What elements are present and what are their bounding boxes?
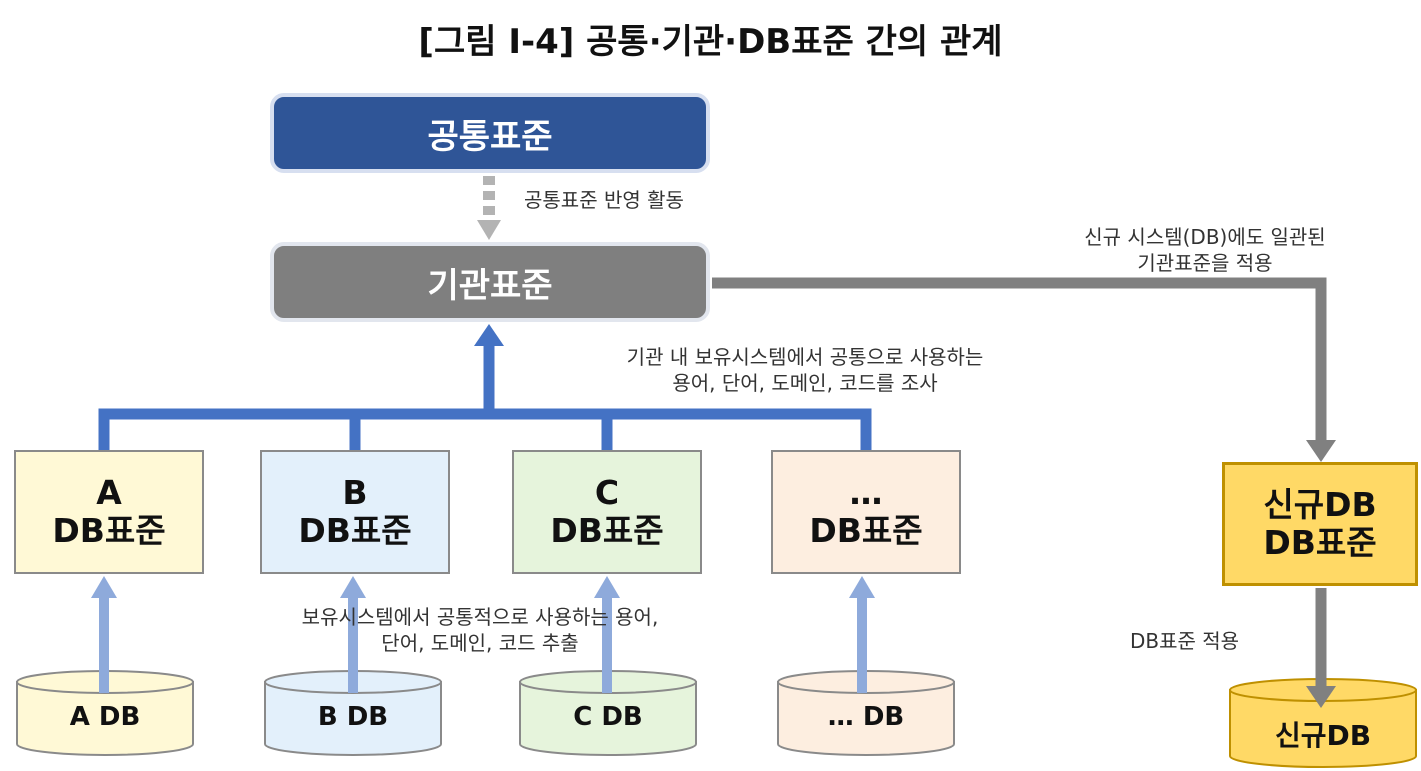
survey-arrow-head [474,324,504,346]
new-db-standard-box: 신규DB DB표준 [1222,462,1418,586]
survey-label-line2: 용어, 단어, 도메인, 코드를 조사 [672,371,938,395]
survey-label-line1: 기관 내 보유시스템에서 공통으로 사용하는 [626,345,984,369]
apply-db-label: DB표준 적용 [1130,629,1240,653]
new-system-arrow [712,277,1327,440]
extract-label-line2: 단어, 도메인, 코드 추출 [381,631,579,655]
new-system-label-line2: 기관표준을 적용 [1137,251,1273,275]
db-label-c: C DB [573,702,643,732]
database-cylinders [16,670,1417,768]
institution-standard-label: 기관표준 [427,265,553,306]
common-standard-label: 공통표준 [427,116,553,157]
db-standard-box-etc: … DB표준 [771,450,961,574]
survey-tree-line [98,408,872,452]
diagram-title: [그림 Ⅰ-4] 공통·기관·DB표준 간의 관계 [418,22,1003,62]
apply-db-arrow-head [1306,686,1336,708]
db-standard-name: DB표준 [298,511,412,550]
extract-arrows [91,576,875,693]
new-db-standard-line2: DB표준 [1263,523,1377,562]
db-standard-box-a: A DB표준 [14,450,204,574]
new-system-arrow-head [1306,440,1336,462]
new-db-standard-line1: 신규DB [1263,485,1377,524]
db-standard-prefix: … [849,473,883,512]
db-cylinder-etc [777,670,955,756]
new-db-label: 신규DB [1274,719,1372,752]
db-standard-box-c: C DB표준 [512,450,702,574]
reflect-label: 공통표준 반영 활동 [524,188,684,212]
reflect-arrow-head [477,220,501,240]
survey-label: 기관 내 보유시스템에서 공통으로 사용하는 용어, 단어, 도메인, 코드를 … [520,344,1090,396]
db-standard-name: DB표준 [809,511,923,550]
db-standard-prefix: B [342,473,368,512]
extract-label: 보유시스템에서 공통적으로 사용하는 용어, 단어, 도메인, 코드 추출 [195,604,765,656]
db-standard-prefix: C [594,473,620,512]
extract-arrow-b-head [340,576,366,598]
db-standard-name: DB표준 [550,511,664,550]
extract-arrow-etc-head [849,576,875,598]
new-system-label-line1: 신규 시스템(DB)에도 일관된 [1084,225,1326,249]
db-standard-name: DB표준 [52,511,166,550]
db-label-etc: … DB [827,702,905,732]
common-standard-box: 공통표준 [270,93,710,173]
db-label-a: A DB [69,702,141,732]
extract-label-line1: 보유시스템에서 공통적으로 사용하는 용어, [301,605,659,629]
institution-standard-box: 기관표준 [270,242,710,322]
extract-arrow-a-head [91,576,117,598]
db-label-b: B DB [317,702,389,732]
db-standard-box-b: B DB표준 [260,450,450,574]
extract-arrow-c-head [594,576,620,598]
db-standard-prefix: A [96,473,122,512]
new-system-label: 신규 시스템(DB)에도 일관된 기관표준을 적용 [1020,224,1390,276]
